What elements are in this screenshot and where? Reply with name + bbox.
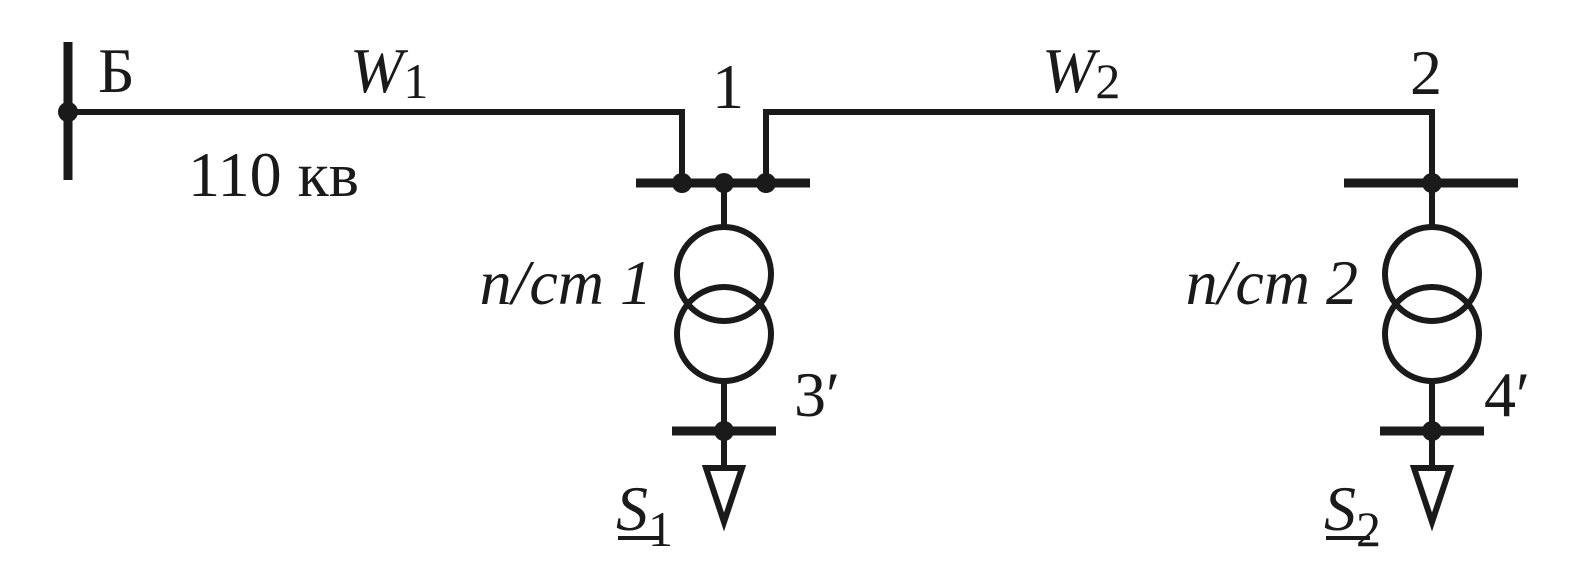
load-2-letter: S <box>1324 473 1356 544</box>
voltage-label: 110 кв <box>188 139 359 210</box>
line-w1-label: W1 <box>350 35 428 109</box>
line-w2 <box>763 109 1435 183</box>
line-w1 <box>68 109 685 183</box>
line-w1-letter: W <box>350 35 409 106</box>
node-1-junction-right <box>756 173 776 193</box>
load-1-arrow <box>701 465 747 532</box>
line-w2-index: 2 <box>1095 53 1120 109</box>
line-w2-label: W2 <box>1042 35 1120 109</box>
node-1-label: 1 <box>712 51 744 122</box>
lv-bus-4-label: 4′ <box>1484 359 1530 430</box>
load-1-label: S1 <box>616 473 673 557</box>
sub2-transformer-primary <box>1382 224 1482 324</box>
sub1-transformer-primary <box>674 224 774 324</box>
load-2-label: S2 <box>1324 473 1381 557</box>
line-w2-letter: W <box>1042 35 1101 106</box>
sub1-transformer-secondary <box>674 284 774 384</box>
line-w1-index: 1 <box>403 53 428 109</box>
load-1-letter: S <box>616 473 648 544</box>
load-2-arrow <box>1409 465 1455 532</box>
substation-2-label: п/ст 2 <box>1186 247 1358 318</box>
node-1-junction-left <box>672 173 692 193</box>
load-1-index: 1 <box>648 501 673 557</box>
node-2-label: 2 <box>1410 37 1442 108</box>
lv-bus-3-label: 3′ <box>794 359 840 430</box>
load-2-index: 2 <box>1356 501 1381 557</box>
source-bus-label: Б <box>98 35 135 106</box>
sub2-transformer-secondary <box>1382 284 1482 384</box>
substation-1-label: п/ст 1 <box>480 247 652 318</box>
